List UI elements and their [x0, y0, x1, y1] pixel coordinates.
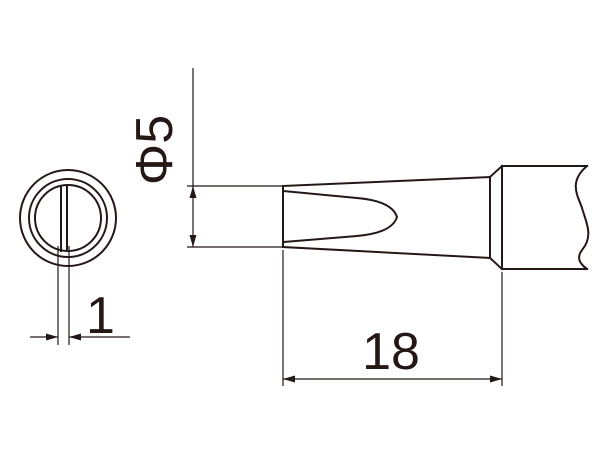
taper-top — [488, 164, 504, 179]
tip-bevel-curve — [281, 189, 399, 244]
tip-bottom-edge — [281, 245, 492, 260]
length-arrow-right — [490, 375, 502, 383]
end-view-outer-circle — [19, 169, 117, 267]
taper-bottom — [488, 256, 504, 271]
diameter-label: Φ5 — [126, 115, 184, 185]
end-view: 1 — [19, 169, 130, 345]
diameter-arrow-top — [189, 186, 197, 198]
flat-arrow-right — [69, 333, 81, 341]
length-label: 18 — [362, 323, 420, 381]
shank-break-line — [574, 164, 590, 271]
flat-width-label: 1 — [86, 287, 115, 345]
diameter-dimension: Φ5 — [126, 68, 283, 248]
length-arrow-left — [283, 375, 295, 383]
tip-top-edge — [281, 175, 492, 188]
side-view — [281, 164, 590, 271]
diameter-label-group: Φ5 — [126, 115, 184, 185]
flat-arrow-left — [46, 333, 58, 341]
diameter-arrow-bottom — [189, 235, 197, 247]
diameter-symbol: Φ — [126, 144, 184, 186]
diameter-value: 5 — [126, 115, 184, 144]
length-dimension: 18 — [282, 250, 503, 386]
end-view-inner-circle — [28, 178, 108, 258]
